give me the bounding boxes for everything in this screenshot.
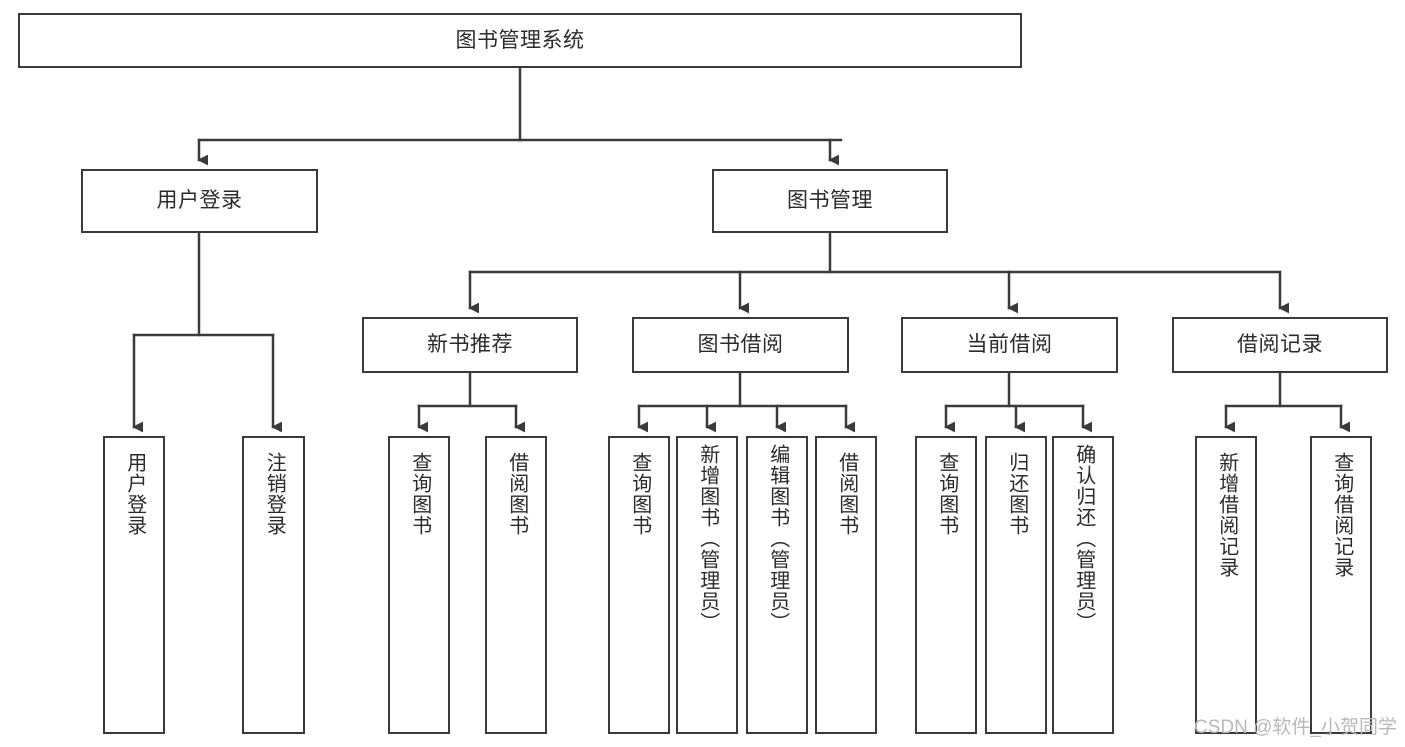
leaf-query-borrow-record-label: 查询借阅记录 (1330, 452, 1353, 578)
leaf-logout[interactable]: 注销登录 (242, 436, 305, 734)
leaf-add-book-admin-label: 新增图书（管理员） (696, 444, 719, 633)
node-book-borrow[interactable]: 图书借阅 (632, 317, 849, 373)
node-book-borrow-label: 图书借阅 (697, 333, 784, 357)
leaf-user-login-label: 用户登录 (123, 452, 146, 536)
leaf-query-book-current-label: 查询图书 (935, 452, 958, 536)
node-user-login[interactable]: 用户登录 (81, 169, 318, 233)
leaf-borrow-book-newbook[interactable]: 借阅图书 (485, 436, 547, 734)
leaf-borrow-book-borrow-label: 借阅图书 (835, 452, 858, 536)
node-book-management[interactable]: 图书管理 (712, 169, 948, 233)
leaf-query-book-borrow[interactable]: 查询图书 (608, 436, 670, 734)
node-current-borrow[interactable]: 当前借阅 (901, 317, 1118, 373)
leaf-edit-book-admin-label: 编辑图书（管理员） (766, 444, 789, 633)
leaf-return-book[interactable]: 归还图书 (985, 436, 1047, 734)
leaf-confirm-return-admin[interactable]: 确认归还（管理员） (1052, 436, 1114, 734)
leaf-add-borrow-record[interactable]: 新增借阅记录 (1195, 436, 1257, 734)
leaf-user-login[interactable]: 用户登录 (103, 436, 165, 734)
leaf-return-book-label: 归还图书 (1005, 452, 1028, 536)
leaf-borrow-book-borrow[interactable]: 借阅图书 (815, 436, 877, 734)
leaf-query-borrow-record[interactable]: 查询借阅记录 (1310, 436, 1372, 734)
node-current-borrow-label: 当前借阅 (966, 333, 1053, 357)
csdn-watermark: CSDN @软件_小贺同学 (1194, 717, 1397, 738)
node-borrow-record-label: 借阅记录 (1237, 333, 1323, 357)
leaf-borrow-book-newbook-label: 借阅图书 (505, 452, 528, 536)
node-book-management-label: 图书管理 (787, 189, 873, 213)
node-borrow-record[interactable]: 借阅记录 (1172, 317, 1388, 373)
leaf-logout-label: 注销登录 (263, 452, 286, 536)
leaf-add-borrow-record-label: 新增借阅记录 (1215, 452, 1238, 578)
leaf-query-book-newbook-label: 查询图书 (408, 452, 431, 536)
leaf-query-book-current[interactable]: 查询图书 (915, 436, 977, 734)
leaf-edit-book-admin[interactable]: 编辑图书（管理员） (746, 436, 808, 734)
node-new-book-recommend[interactable]: 新书推荐 (362, 317, 578, 373)
leaf-add-book-admin[interactable]: 新增图书（管理员） (676, 436, 738, 734)
node-root[interactable]: 图书管理系统 (18, 13, 1022, 68)
leaf-query-book-newbook[interactable]: 查询图书 (388, 436, 450, 734)
leaf-confirm-return-admin-label: 确认归还（管理员） (1072, 444, 1095, 633)
node-new-book-recommend-label: 新书推荐 (427, 333, 513, 357)
node-user-login-label: 用户登录 (156, 189, 243, 213)
leaf-query-book-borrow-label: 查询图书 (628, 452, 651, 536)
node-root-label: 图书管理系统 (455, 28, 585, 52)
